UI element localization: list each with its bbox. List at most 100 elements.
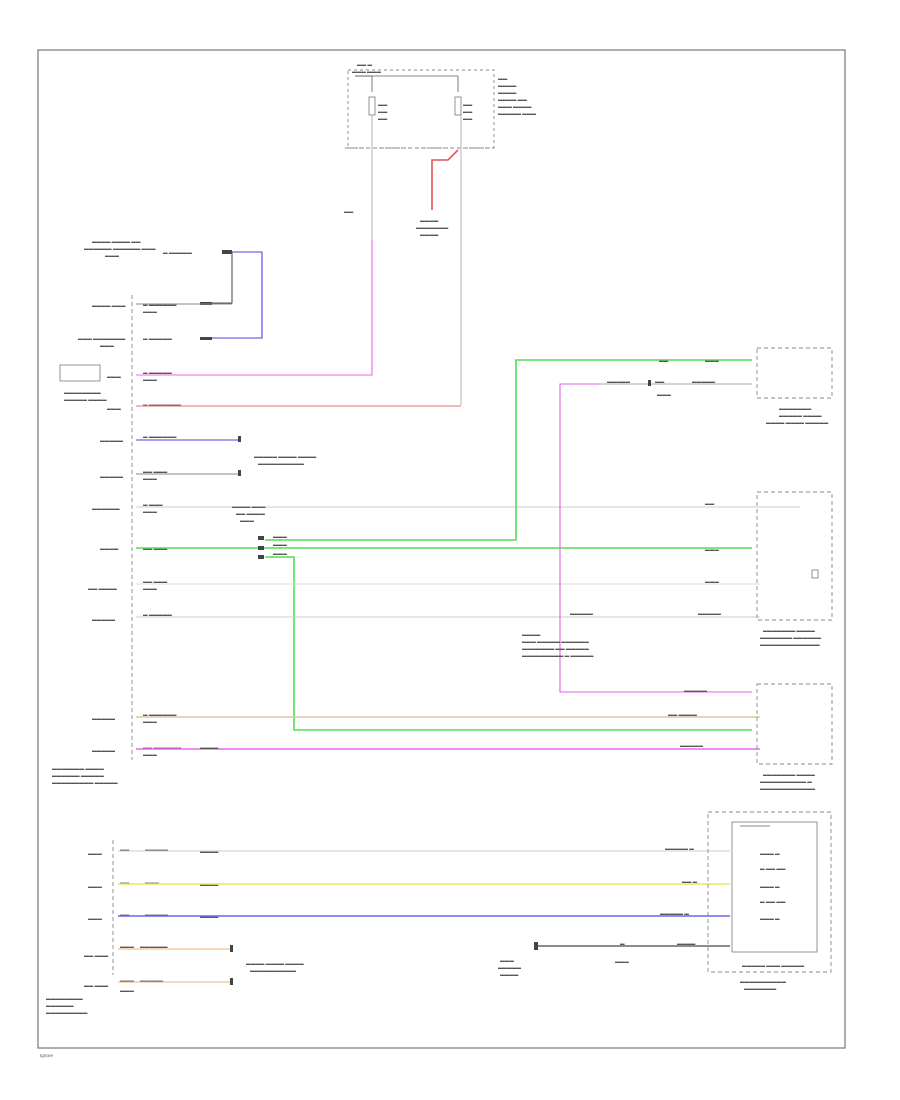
svg-text:▬▬▬: ▬▬▬ — [107, 406, 121, 411]
svg-text:▬ ▬▬▬▬▬▬: ▬ ▬▬▬▬▬▬ — [143, 434, 177, 439]
svg-text:▬▬▬▬▬▬▬▬▬: ▬▬▬▬▬▬▬▬▬ — [46, 1010, 88, 1015]
svg-text:▬▬▬▬▬: ▬▬▬▬▬ — [692, 379, 715, 384]
svg-text:▬▬▬: ▬▬▬ — [143, 377, 157, 382]
svg-text:▬▬: ▬▬ — [659, 358, 669, 363]
svg-text:▬▬▬: ▬▬▬ — [705, 579, 719, 584]
svg-text:▬▬▬: ▬▬▬ — [88, 916, 102, 921]
svg-text:▬▬▬ ▬▬▬▬▬▬▬: ▬▬▬ ▬▬▬▬▬▬▬ — [78, 336, 126, 341]
svg-text:▬▬▬▬▬: ▬▬▬▬▬ — [140, 978, 163, 983]
right-module-middle — [756, 491, 833, 621]
svg-text:▬▬▬▬▬▬▬▬▬ ▬ ▬▬▬▬▬: ▬▬▬▬▬▬▬▬▬ ▬ ▬▬▬▬▬ — [522, 653, 594, 658]
svg-text:▬▬▬▬▬ ▬▬▬: ▬▬▬▬▬ ▬▬▬ — [498, 111, 536, 116]
svg-text:▬▬▬▬▬▬▬▬▬▬▬▬▬: ▬▬▬▬▬▬▬▬▬▬▬▬▬ — [760, 642, 820, 647]
svg-text:▬▬▬▬: ▬▬▬▬ — [100, 546, 119, 551]
svg-text:▬▬▬: ▬▬▬ — [88, 884, 102, 889]
svg-text:▬▬▬▬▬▬▬▬: ▬▬▬▬▬▬▬▬ — [64, 390, 101, 395]
svg-text:▬▬: ▬▬ — [378, 116, 388, 121]
right-module-top — [756, 347, 833, 399]
svg-text:▬▬ ▬▬▬: ▬▬ ▬▬▬ — [84, 953, 109, 958]
svg-text:▬▬: ▬▬ — [378, 109, 388, 114]
svg-text:▬▬▬: ▬▬▬ — [120, 978, 134, 983]
svg-text:▬▬▬▬: ▬▬▬▬ — [500, 972, 519, 977]
svg-text:▬▬▬: ▬▬▬ — [143, 586, 157, 591]
svg-text:▬▬: ▬▬ — [378, 102, 388, 107]
svg-text:▬▬▬: ▬▬▬ — [273, 551, 287, 556]
svg-text:▬▬▬: ▬▬▬ — [273, 542, 287, 547]
svg-text:▬▬▬: ▬▬▬ — [143, 509, 157, 514]
left-top-labels: ▬▬▬▬ ▬▬▬▬ ▬▬ ▬▬▬▬▬▬ ▬▬▬▬▬▬ ▬▬▬ ▬▬▬ ▬ ▬▬▬… — [84, 239, 232, 258]
svg-text:▬▬▬: ▬▬▬ — [705, 547, 719, 552]
svg-text:▬▬▬: ▬▬▬ — [705, 358, 719, 363]
svg-text:▬▬▬ ▬▬▬▬: ▬▬▬ ▬▬▬▬ — [498, 104, 532, 109]
svg-text:▬▬▬▬: ▬▬▬▬ — [677, 941, 696, 946]
svg-text:▬▬▬▬▬▬▬: ▬▬▬▬▬▬▬ — [416, 225, 449, 230]
svg-text:▬▬ ▬▬▬: ▬▬ ▬▬▬ — [143, 579, 168, 584]
svg-text:▬▬▬: ▬▬▬ — [143, 309, 157, 314]
svg-text:▬▬▬▬▬ ▬▬▬▬: ▬▬▬▬▬ ▬▬▬▬ — [779, 413, 822, 418]
svg-text:▬▬: ▬▬ — [463, 102, 473, 107]
fuse-relay-box: ▬▬ ▬ ▬▬▬ ▬▬▬ ▬▬ ▬▬ ▬▬ ▬▬ ▬▬ ▬▬ ▬▬ ▬▬▬▬ ▬… — [345, 62, 536, 149]
svg-text:▬▬▬▬▬▬▬▬▬▬▬▬: ▬▬▬▬▬▬▬▬▬▬▬▬ — [760, 786, 816, 791]
svg-text:▬▬ ▬▬▬: ▬▬ ▬▬▬ — [143, 469, 168, 474]
svg-text:▬▬▬ ▬▬▬▬▬ ▬▬▬▬▬▬: ▬▬▬ ▬▬▬▬▬ ▬▬▬▬▬▬ — [522, 639, 589, 644]
green-wire-up — [265, 359, 752, 541]
svg-text:▬▬▬▬▬: ▬▬▬▬▬ — [92, 716, 115, 721]
svg-text:▬▬▬▬▬▬: ▬▬▬▬▬▬ — [46, 1003, 74, 1008]
svg-text:▬▬▬▬▬: ▬▬▬▬▬ — [698, 611, 721, 616]
svg-text:▬▬▬▬▬ ▬: ▬▬▬▬▬ ▬ — [665, 846, 694, 851]
svg-text:▬▬▬: ▬▬▬ — [88, 851, 102, 856]
svg-text:▬▬▬▬: ▬▬▬▬ — [420, 232, 439, 237]
svg-text:▬▬▬: ▬▬▬ — [120, 944, 134, 949]
svg-text:▬▬▬: ▬▬▬ — [145, 880, 159, 885]
pink-wire-fuse — [136, 240, 373, 376]
svg-text:▬▬▬▬▬▬▬: ▬▬▬▬▬▬▬ — [744, 986, 777, 991]
svg-text:▬▬▬: ▬▬▬ — [273, 534, 287, 539]
svg-text:▬ ▬▬▬: ▬ ▬▬▬ — [143, 502, 163, 507]
svg-text:▬▬▬▬▬: ▬▬▬▬▬ — [680, 743, 703, 748]
svg-text:▬▬ ▬▬▬▬: ▬▬ ▬▬▬▬ — [236, 511, 265, 516]
svg-text:▬▬▬▬: ▬▬▬▬ — [522, 632, 541, 637]
svg-text:▬▬▬: ▬▬▬ — [120, 988, 134, 993]
svg-text:▬▬▬: ▬▬▬ — [100, 343, 114, 348]
svg-text:▬ ▬▬▬▬▬: ▬ ▬▬▬▬▬ — [163, 250, 192, 255]
svg-text:▬▬▬▬▬: ▬▬▬▬▬ — [570, 611, 593, 616]
svg-text:▬▬▬▬▬▬: ▬▬▬▬▬▬ — [140, 944, 168, 949]
svg-text:▬▬▬: ▬▬▬ — [240, 518, 254, 523]
svg-text:▬▬▬▬▬: ▬▬▬▬▬ — [92, 617, 115, 622]
svg-text:▬▬▬▬▬▬▬: ▬▬▬▬▬▬▬ — [779, 406, 812, 411]
svg-text:▬▬: ▬▬ — [463, 109, 473, 114]
svg-text:▬▬▬: ▬▬▬ — [143, 719, 157, 724]
svg-text:▬ ▬▬▬▬▬: ▬ ▬▬▬▬▬ — [143, 612, 172, 617]
svg-text:▬▬▬▬▬▬▬▬: ▬▬▬▬▬▬▬▬ — [46, 996, 83, 1001]
svg-text:▬▬▬▬: ▬▬▬▬ — [200, 745, 219, 750]
svg-text:▬▬: ▬▬ — [120, 847, 130, 852]
svg-text:▬▬▬▬▬: ▬▬▬▬▬ — [607, 379, 630, 384]
svg-text:▬ ▬▬ ▬▬: ▬ ▬▬ ▬▬ — [760, 899, 786, 904]
svg-text:▬▬: ▬▬ — [120, 912, 130, 917]
svg-text:▬▬▬▬: ▬▬▬▬ — [420, 218, 439, 223]
svg-text:▬ ▬▬▬▬▬▬: ▬ ▬▬▬▬▬▬ — [143, 712, 177, 717]
svg-text:▬▬▬: ▬▬▬ — [107, 374, 121, 379]
footer-label: Ignore — [40, 1053, 53, 1058]
svg-text:▬▬▬▬▬▬▬ ▬▬▬▬: ▬▬▬▬▬▬▬ ▬▬▬▬ — [52, 766, 104, 771]
svg-text:▬▬▬▬▬▬▬ ▬▬▬▬: ▬▬▬▬▬▬▬ ▬▬▬▬ — [763, 772, 815, 777]
svg-text:▬: ▬ — [620, 941, 625, 946]
svg-text:▬▬▬▬▬: ▬▬▬▬▬ — [145, 912, 168, 917]
svg-text:▬▬▬▬ ▬▬▬: ▬▬▬▬ ▬▬▬ — [92, 303, 126, 308]
svg-text:▬▬▬ ▬: ▬▬▬ ▬ — [760, 916, 780, 921]
svg-text:▬▬▬: ▬▬▬ — [143, 752, 157, 757]
svg-text:▬▬▬▬ ▬▬▬: ▬▬▬▬ ▬▬▬ — [232, 504, 266, 509]
svg-text:▬▬▬▬▬▬▬▬▬▬ ▬: ▬▬▬▬▬▬▬▬▬▬ ▬ — [760, 779, 812, 784]
svg-text:▬▬▬▬▬▬▬▬▬▬: ▬▬▬▬▬▬▬▬▬▬ — [740, 979, 786, 984]
svg-text:▬▬▬▬ ▬▬: ▬▬▬▬ ▬▬ — [498, 97, 527, 102]
svg-text:▬▬: ▬▬ — [120, 880, 130, 885]
svg-text:▬▬ ▬▬▬: ▬▬ ▬▬▬ — [84, 983, 109, 988]
svg-text:▬▬▬ ▬: ▬▬▬ ▬ — [760, 851, 780, 856]
svg-text:▬▬▬▬▬▬ ▬▬▬▬▬: ▬▬▬▬▬▬ ▬▬▬▬▬ — [52, 773, 104, 778]
blue-wire-top — [200, 251, 263, 339]
green-wire-down — [265, 556, 752, 731]
svg-text:▬▬▬▬▬ ▬▬▬▬ ▬▬▬▬: ▬▬▬▬▬ ▬▬▬▬ ▬▬▬▬ — [254, 454, 317, 459]
diagram-frame — [37, 49, 846, 1049]
svg-text:▬▬▬▬▬▬ ▬▬▬▬▬▬ ▬▬▬: ▬▬▬▬▬▬ ▬▬▬▬▬▬ ▬▬▬ — [84, 246, 156, 251]
